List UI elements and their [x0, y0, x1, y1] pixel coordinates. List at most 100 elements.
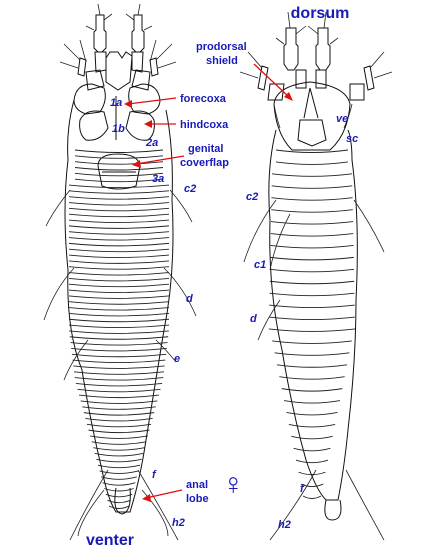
annulus	[270, 245, 354, 249]
anal-label-line1: anal	[186, 479, 208, 491]
annulus	[74, 167, 164, 171]
annulus	[274, 352, 350, 356]
hindcoxa-arrowhead	[144, 120, 152, 128]
annulus	[279, 376, 345, 380]
annulus	[68, 202, 170, 206]
annulus	[68, 301, 170, 305]
annulus	[68, 289, 170, 293]
annulus	[68, 225, 170, 229]
annulus	[288, 423, 336, 428]
ventral-seta-c2-label: c2	[184, 183, 196, 195]
annulus	[75, 382, 163, 387]
annulus	[68, 318, 170, 323]
annulus	[68, 266, 170, 270]
annulus	[68, 307, 170, 311]
hindcoxa-label: hindcoxa	[180, 119, 229, 131]
annulus	[68, 184, 170, 188]
annulus	[74, 161, 164, 165]
annulus	[91, 441, 147, 445]
annulus	[97, 464, 141, 469]
dorsal-legs	[257, 27, 375, 101]
genital-label-line2: coverflap	[180, 157, 229, 169]
ventral-seta-d-label: d	[186, 293, 193, 305]
seta-1b-label: 1b	[112, 123, 125, 135]
seta-3a-label: 3a	[152, 173, 164, 185]
annulus	[90, 435, 148, 439]
annulus	[73, 365, 165, 369]
annulus	[270, 221, 354, 225]
dorsal-seta-ve-label: ve	[336, 113, 348, 125]
annulus	[68, 237, 170, 241]
annulus	[291, 435, 333, 440]
annulus	[70, 342, 168, 346]
annulus	[82, 406, 156, 410]
annulus	[99, 470, 139, 474]
annulus	[68, 312, 170, 317]
annulus	[85, 418, 153, 422]
labels: venter dorsum ♀ forecoxa hindcoxa genita…	[86, 5, 358, 549]
annulus	[281, 388, 343, 392]
annulus	[269, 292, 355, 297]
annulus	[93, 447, 145, 451]
annulus	[68, 248, 170, 253]
ventral-leg-setae	[59, 3, 177, 69]
annulus	[300, 483, 324, 488]
annulus	[68, 272, 170, 276]
annulus	[295, 459, 329, 464]
dorsal-seta-c2-label: c2	[246, 191, 258, 203]
annulus	[286, 412, 338, 416]
genital-coverflap	[97, 153, 141, 190]
annulus	[271, 209, 353, 213]
prodorsal-shield	[273, 81, 351, 151]
annulus	[101, 476, 137, 480]
annulus	[275, 161, 349, 165]
anal-lobe-arrowhead	[142, 494, 151, 502]
annulus	[276, 364, 348, 368]
ventral-annuli	[68, 149, 170, 509]
dorsal-seta-h2-label: h2	[278, 519, 291, 531]
seta-2a-label: 2a	[145, 137, 158, 149]
annulus	[83, 412, 155, 416]
dorsal-body-outline	[268, 129, 358, 501]
shield-ridges	[303, 87, 319, 119]
annulus	[269, 316, 355, 320]
annulus	[268, 328, 356, 332]
annulus	[270, 256, 354, 261]
ventral-coxae	[73, 83, 161, 141]
annulus	[74, 155, 164, 159]
anal-lobe-arrow	[145, 489, 183, 499]
dorsal-view	[239, 11, 393, 541]
annulus	[68, 254, 170, 258]
dorsum-title: dorsum	[291, 5, 350, 22]
annulus	[284, 400, 340, 404]
annulus	[269, 304, 355, 309]
seta-1a-label: 1a	[110, 97, 122, 109]
ventral-gnathosoma	[105, 51, 133, 91]
annulus	[86, 423, 152, 428]
anal-label-line2: lobe	[186, 493, 209, 505]
annulus	[68, 283, 170, 288]
dorsal-body-setae	[243, 103, 385, 541]
annulus	[69, 330, 169, 334]
annulus	[271, 185, 353, 189]
ventral-seta-h2-label: h2	[172, 517, 185, 529]
annulus	[68, 196, 170, 200]
annulus	[102, 482, 136, 486]
dorsal-seta-d-label: d	[250, 313, 257, 325]
annulus	[293, 447, 331, 452]
annulus	[71, 347, 167, 352]
annulus	[74, 377, 164, 381]
anal-lobe	[114, 487, 131, 515]
annulus	[96, 458, 142, 463]
annulus	[80, 400, 158, 404]
annulus	[269, 280, 355, 285]
dorsal-seta-sc-label: sc	[346, 133, 358, 145]
annulus	[271, 173, 353, 177]
prodorsal-label-line1: prodorsal	[196, 41, 247, 53]
female-symbol: ♀	[222, 468, 245, 501]
annulus	[68, 260, 170, 264]
annulus	[77, 388, 161, 393]
forecoxa-label: forecoxa	[180, 93, 227, 105]
